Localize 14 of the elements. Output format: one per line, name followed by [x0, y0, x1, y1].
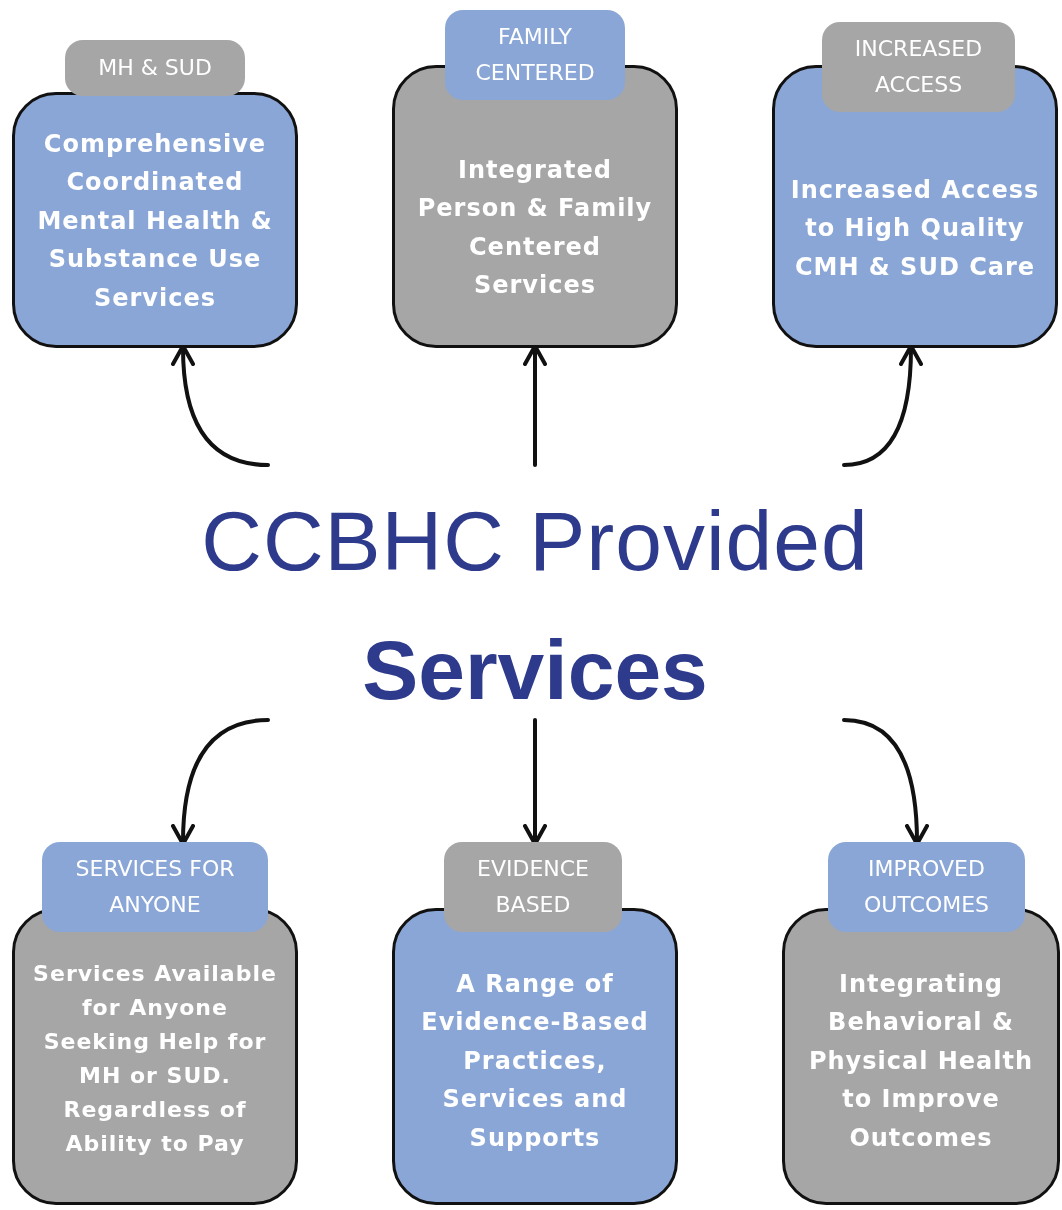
title-subtext: Services [362, 622, 708, 719]
tab-label: EVIDENCE BASED [444, 842, 622, 932]
tab-label: MH & SUD [65, 40, 245, 96]
card-text: Increased Access to High Quality CMH & SUD Care [789, 175, 1041, 283]
tab-label: FAMILY CENTERED [445, 10, 625, 100]
card-text: Integrating Behavioral & Physical Health to Improve Outcomes [807, 969, 1035, 1154]
tab-label: INCREASED ACCESS [822, 22, 1015, 112]
tab-label: IMPROVED OUTCOMES [828, 842, 1025, 932]
title-text: CCBHC Provided [201, 493, 869, 590]
card-text: A Range of Evidence-Based Practices, Services and Supports [420, 969, 650, 1154]
card-text: Services Available for Anyone Seeking Help for MH or SUD. Regardless of Ability to Pay [32, 960, 278, 1159]
tab-label: SERVICES FOR ANYONE [42, 842, 268, 932]
card-text: Comprehensive Coordinated Mental Health & Substance Use Services [36, 129, 274, 314]
card-text: Integrated Person & Family Centered Services [416, 155, 654, 302]
